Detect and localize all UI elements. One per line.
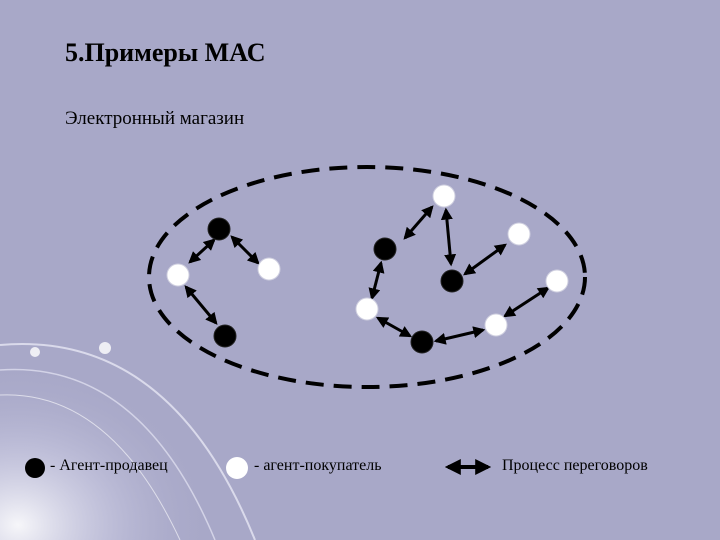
legend-seller-icon bbox=[25, 458, 45, 478]
buyer-agent-node bbox=[432, 184, 456, 208]
buyer-agents bbox=[166, 184, 569, 337]
legend-buyer-icon bbox=[226, 457, 248, 479]
buyer-agent-node bbox=[166, 263, 190, 287]
seller-agents bbox=[207, 217, 464, 354]
seller-agent-node bbox=[213, 324, 237, 348]
slide-subtitle: Электронный магазин bbox=[65, 108, 245, 129]
store-boundary-ellipse bbox=[147, 165, 587, 389]
legend-buyer-label: - агент-покупатель bbox=[254, 457, 382, 474]
buyer-agent-node bbox=[355, 297, 379, 321]
buyer-agent-node bbox=[507, 222, 531, 246]
negotiation-arrow bbox=[463, 243, 507, 276]
legend-seller-label: - Агент-продавец bbox=[50, 457, 168, 474]
negotiation-arrow bbox=[375, 316, 413, 338]
slide-title: 5.Примеры МАС bbox=[65, 38, 266, 67]
legend-negotiation-label: Процесс переговоров bbox=[502, 457, 648, 474]
negotiation-arrows bbox=[184, 205, 551, 345]
seller-agent-node bbox=[410, 330, 434, 354]
negotiation-arrow bbox=[502, 286, 551, 318]
negotiation-arrow bbox=[440, 207, 457, 267]
buyer-agent-node bbox=[257, 257, 281, 281]
seller-agent-node bbox=[207, 217, 231, 241]
seller-agent-node bbox=[440, 269, 464, 293]
negotiation-arrow bbox=[433, 326, 486, 345]
negotiation-arrow bbox=[368, 260, 385, 301]
seller-agent-node bbox=[373, 237, 397, 261]
negotiation-arrow bbox=[230, 235, 260, 265]
negotiation-arrow bbox=[188, 238, 216, 264]
negotiation-arrow bbox=[184, 285, 218, 325]
buyer-agent-node bbox=[545, 269, 569, 293]
negotiation-arrow bbox=[403, 205, 434, 240]
buyer-agent-node bbox=[484, 313, 508, 337]
